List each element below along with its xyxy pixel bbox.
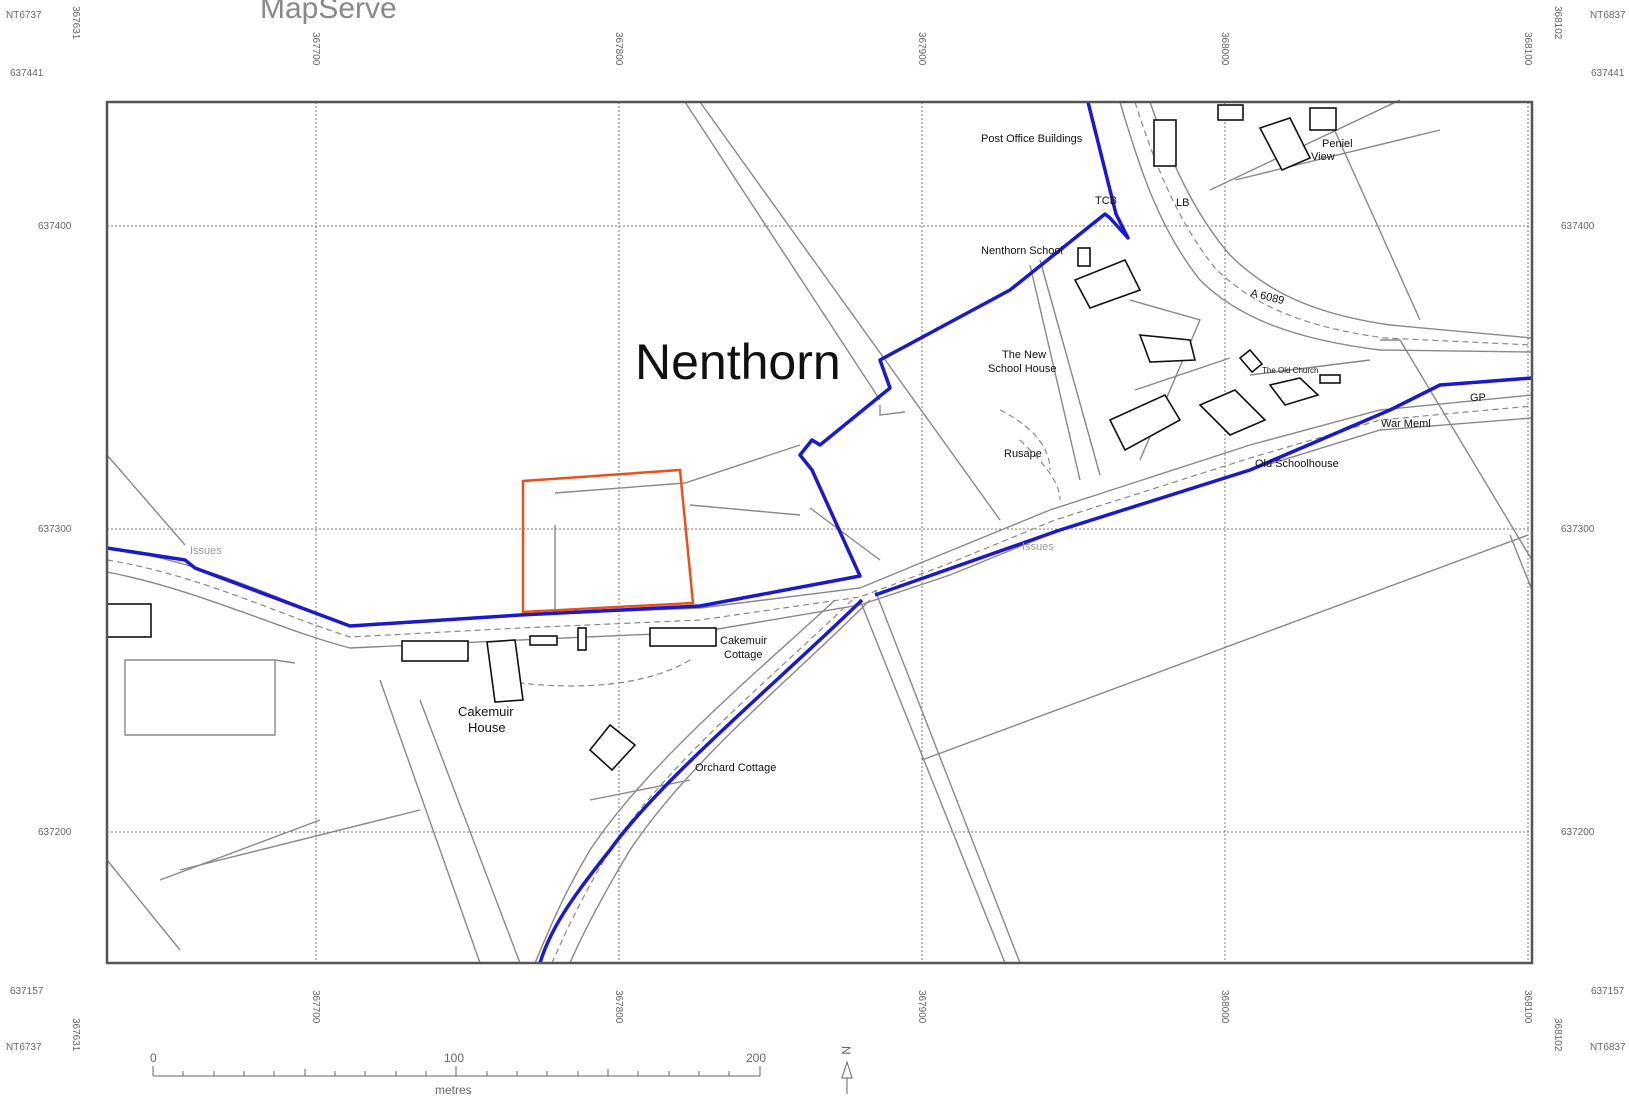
northing-tick-right: 637300 [1561,524,1595,535]
building [1238,348,1264,374]
sheet-ref-top-right: NT6837 [1590,10,1626,21]
easting-right-edge-top: 368102 [1552,6,1563,40]
label-new-school: The New [1002,349,1046,361]
label-issues-left: Issues [190,545,222,557]
easting-left-edge-bottom: 367631 [70,1018,81,1052]
label-orchard-cottage: Orchard Cottage [695,762,776,774]
map-features [106,99,1533,964]
sheet-ref-bottom-left: NT6737 [6,1042,42,1053]
northing-tick-left: 637400 [38,221,72,232]
label-view: View [1311,151,1335,163]
building [1268,377,1320,406]
building [1153,119,1177,167]
settlement-boundary-south [538,598,864,964]
label-house: House [468,720,506,735]
building [1198,389,1267,436]
building [1217,104,1244,121]
building [649,627,717,647]
label-gp: GP [1470,392,1486,404]
northing-tick-left: 637200 [38,827,72,838]
building [529,635,558,646]
sheet-ref-bottom-right: NT6837 [1590,1042,1626,1053]
easting-tick-top: 367700 [310,32,321,66]
buildings [106,104,1341,772]
easting-tick-bottom: 368000 [1219,990,1230,1024]
scale-label-200: 200 [746,1051,766,1065]
building [1258,117,1312,172]
brand-name: MapServe [260,0,397,25]
easting-tick-bottom: 367800 [613,990,624,1024]
easting-right-edge-bottom: 368102 [1552,1018,1563,1052]
easting-tick-bottom: 367900 [916,990,927,1024]
building [106,603,152,638]
northing-tick-right: 637200 [1561,827,1595,838]
easting-tick-top: 368000 [1219,32,1230,66]
building [1073,258,1142,309]
building [401,640,469,662]
label-cottage: Cottage [724,649,763,661]
building [1138,334,1197,363]
north-label: N [839,1046,853,1055]
building [1309,107,1337,131]
scale-unit: metres [435,1083,472,1096]
northing-top-edge-right: 637441 [1591,68,1625,79]
settlement-boundary-north [106,101,1130,628]
easting-tick-top: 367800 [613,32,624,66]
easting-tick-bottom: 368100 [1522,990,1533,1024]
sheet-ref-top-left: NT6737 [6,10,42,21]
grid-lines [107,102,1532,963]
building [577,627,587,651]
label-war-meml: War Meml [1381,418,1431,430]
settlement-boundary-east [874,376,1533,597]
site-boundary [521,468,695,614]
northing-bottom-edge-right: 637157 [1591,986,1625,997]
label-school-house: School House [988,363,1057,375]
label-old-schoolhouse: Old Schoolhouse [1255,458,1339,470]
easting-tick-top: 367900 [916,32,927,66]
easting-left-edge-top: 367631 [70,6,81,40]
northing-tick-right: 637400 [1561,221,1595,232]
building [1108,393,1182,452]
northing-bottom-edge-left: 637157 [10,986,44,997]
easting-tick-bottom: 367700 [310,990,321,1024]
north-arrow-icon: N [839,1046,853,1094]
building [1077,247,1091,267]
label-old-church: The Old Church [1262,366,1318,375]
building [588,723,637,772]
building [486,639,524,703]
label-issues-mid: Issues [1022,541,1054,553]
scale-bar: 0 100 200 metres [150,1051,766,1096]
label-road: A 6089 [1249,287,1285,307]
label-lb: LB [1176,197,1189,209]
label-rusape: Rusape [1004,448,1042,460]
scale-label-100: 100 [444,1051,464,1065]
northing-tick-left: 637300 [38,524,72,535]
map-frame [106,99,1533,964]
scale-label-0: 0 [150,1051,157,1065]
label-peniel: Peniel [1322,138,1353,150]
place-name: Nenthorn [635,334,841,390]
easting-tick-top: 368100 [1522,32,1533,66]
map-border [105,100,1534,965]
label-cakemuir-house: Cakemuir [458,704,514,719]
northing-top-edge-left: 637441 [10,68,44,79]
label-post-office: Post Office Buildings [981,133,1083,145]
label-nenthorn-school: Nenthorn School [981,245,1063,257]
label-tcb: TCB [1095,195,1117,207]
building [1319,374,1341,384]
label-cakemuir-cottage: Cakemuir [720,635,767,647]
